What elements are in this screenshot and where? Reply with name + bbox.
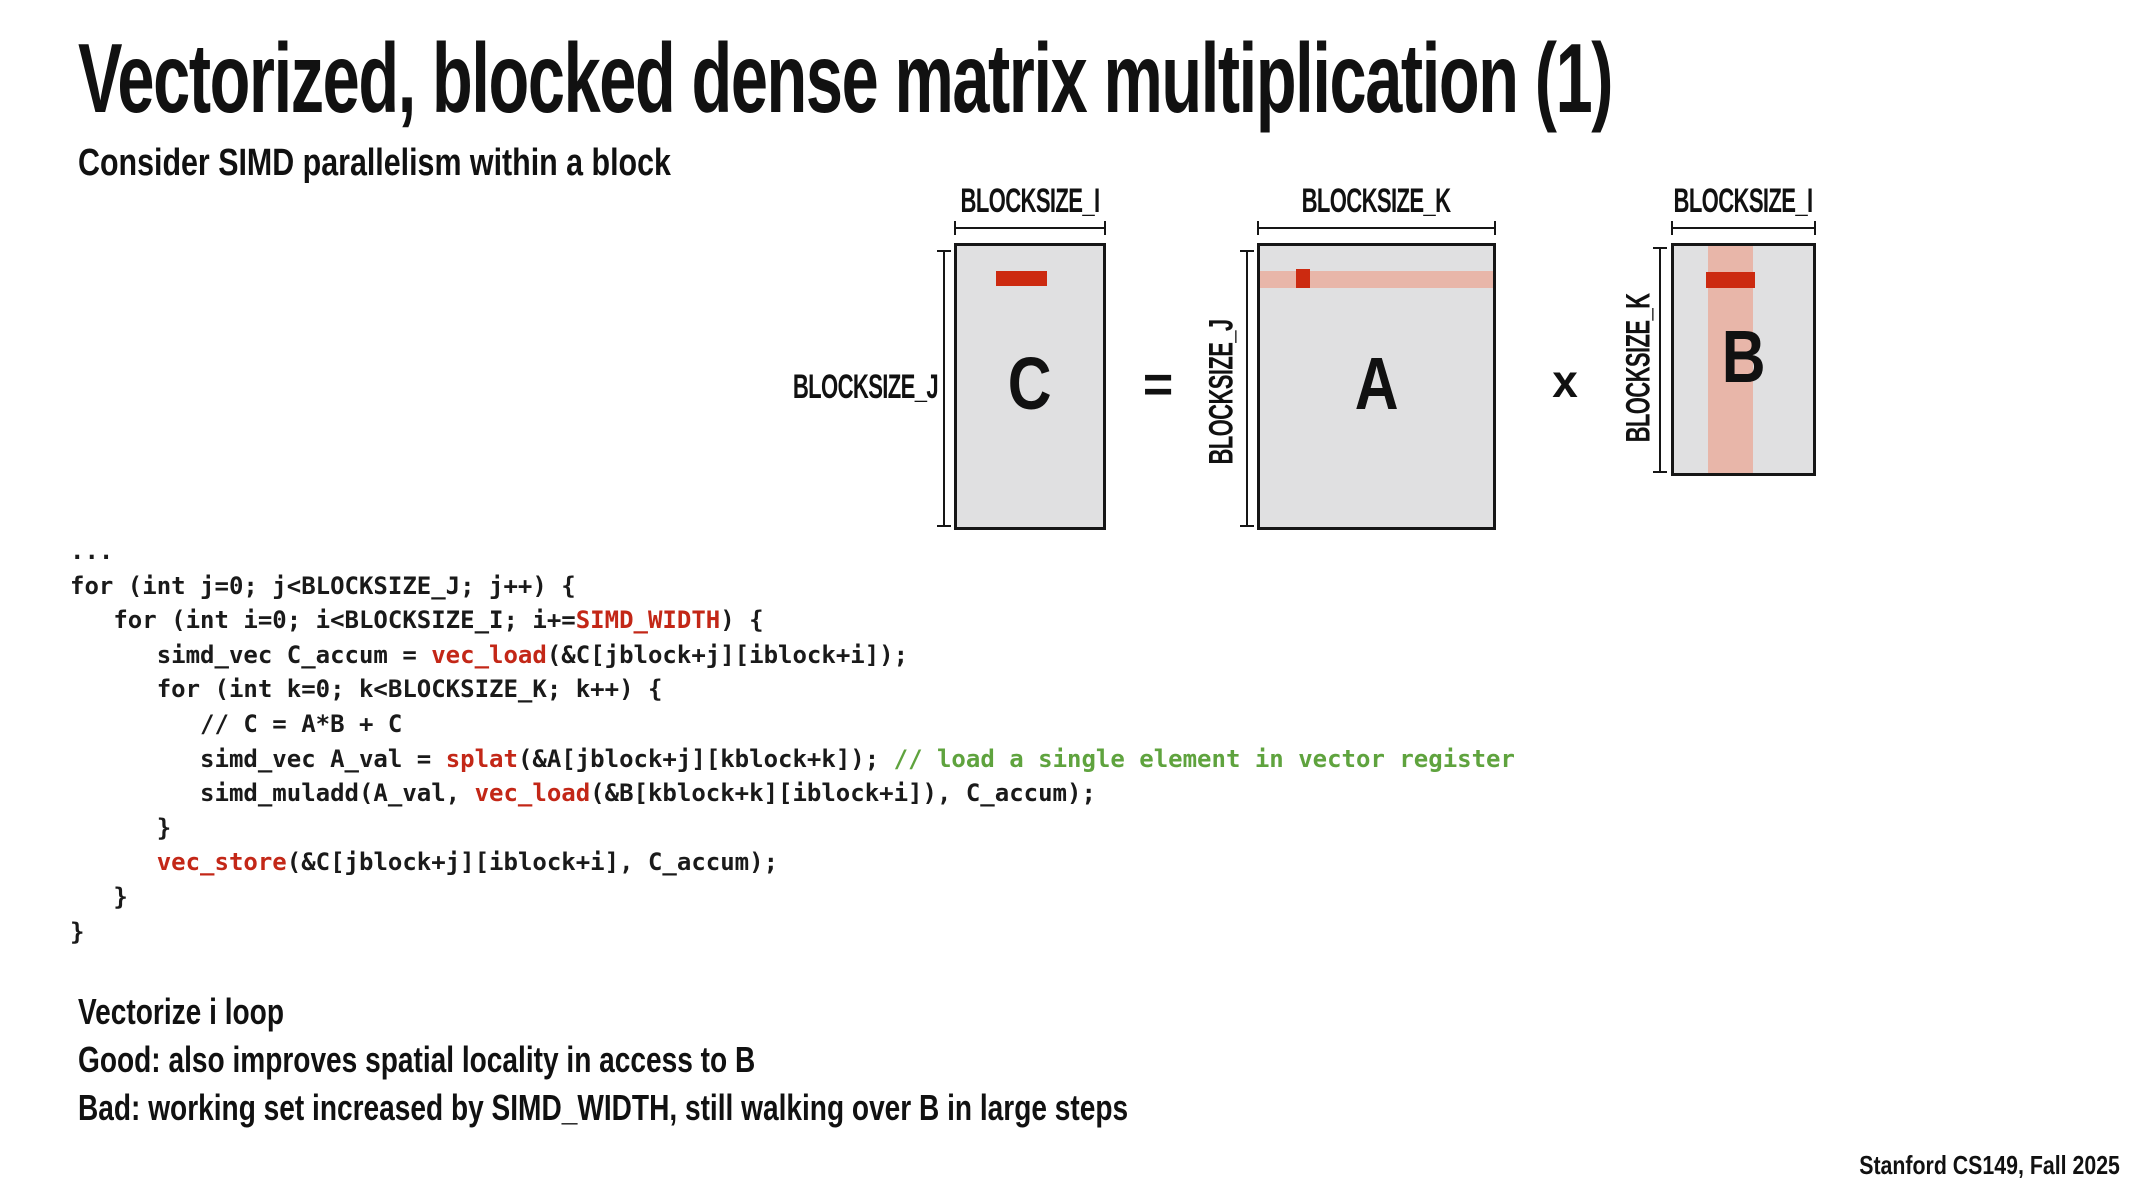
b-height-measure-bracket bbox=[1653, 247, 1667, 473]
b-top-dimension-label: BLOCKSIZE_I bbox=[1673, 182, 1814, 220]
a-height-measure-bracket bbox=[1240, 250, 1254, 527]
a-element-highlight bbox=[1296, 269, 1310, 288]
c-height-measure-bracket bbox=[937, 250, 951, 527]
code-line: simd_muladd(A_val, vec_load(&B[kblock+k]… bbox=[70, 779, 1096, 808]
c-top-dimension-label: BLOCKSIZE_I bbox=[960, 182, 1101, 220]
a-width-measure-bracket bbox=[1257, 221, 1496, 235]
matrix-a: A bbox=[1257, 243, 1496, 530]
matrix-b-letter: B bbox=[1721, 315, 1766, 398]
code-line: } bbox=[70, 917, 85, 946]
c-vector-highlight bbox=[996, 271, 1047, 286]
a-side-dimension-label: BLOCKSIZE_J bbox=[1202, 319, 1241, 465]
code-line: simd_vec C_accum = vec_load(&C[jblock+j]… bbox=[70, 640, 909, 669]
a-top-dimension-label: BLOCKSIZE_K bbox=[1301, 182, 1451, 220]
matrix-c: C bbox=[954, 243, 1106, 530]
equals-operator: = bbox=[1142, 356, 1174, 414]
footer-course-label: Stanford CS149, Fall 2025 bbox=[1859, 1150, 2120, 1180]
b-vector-highlight bbox=[1706, 272, 1755, 288]
code-line: for (int i=0; i<BLOCKSIZE_I; i+=SIMD_WID… bbox=[70, 606, 764, 635]
code-line: } bbox=[70, 813, 172, 842]
note-line: Vectorize i loop bbox=[78, 991, 284, 1032]
code-line: for (int k=0; k<BLOCKSIZE_K; k++) { bbox=[70, 675, 663, 704]
code-line: } bbox=[70, 882, 128, 911]
matrix-a-letter: A bbox=[1354, 342, 1399, 425]
code-line: // C = A*B + C bbox=[70, 709, 403, 738]
page-title: Vectorized, blocked dense matrix multipl… bbox=[78, 23, 1613, 133]
code-line: simd_vec A_val = splat(&A[jblock+j][kblo… bbox=[70, 744, 1515, 773]
a-row-highlight bbox=[1260, 271, 1493, 288]
b-width-measure-bracket bbox=[1671, 221, 1816, 235]
code-line: for (int j=0; j<BLOCKSIZE_J; j++) { bbox=[70, 571, 576, 600]
matrix-c-letter: C bbox=[1008, 342, 1052, 425]
c-side-dimension-label: BLOCKSIZE_J bbox=[792, 368, 939, 406]
matrix-b: B bbox=[1671, 243, 1816, 476]
times-operator: x bbox=[1552, 355, 1578, 407]
note-line: Good: also improves spatial locality in … bbox=[78, 1039, 756, 1080]
code-line: ... bbox=[70, 537, 114, 565]
note-line: Bad: working set increased by SIMD_WIDTH… bbox=[78, 1087, 1129, 1128]
code-block: ... for (int j=0; j<BLOCKSIZE_J; j++) { f… bbox=[70, 534, 1515, 949]
code-line: vec_store(&C[jblock+j][iblock+i], C_accu… bbox=[156, 848, 779, 877]
slide-subtitle: Consider SIMD parallelism within a block bbox=[78, 142, 671, 184]
c-width-measure-bracket bbox=[954, 221, 1106, 235]
